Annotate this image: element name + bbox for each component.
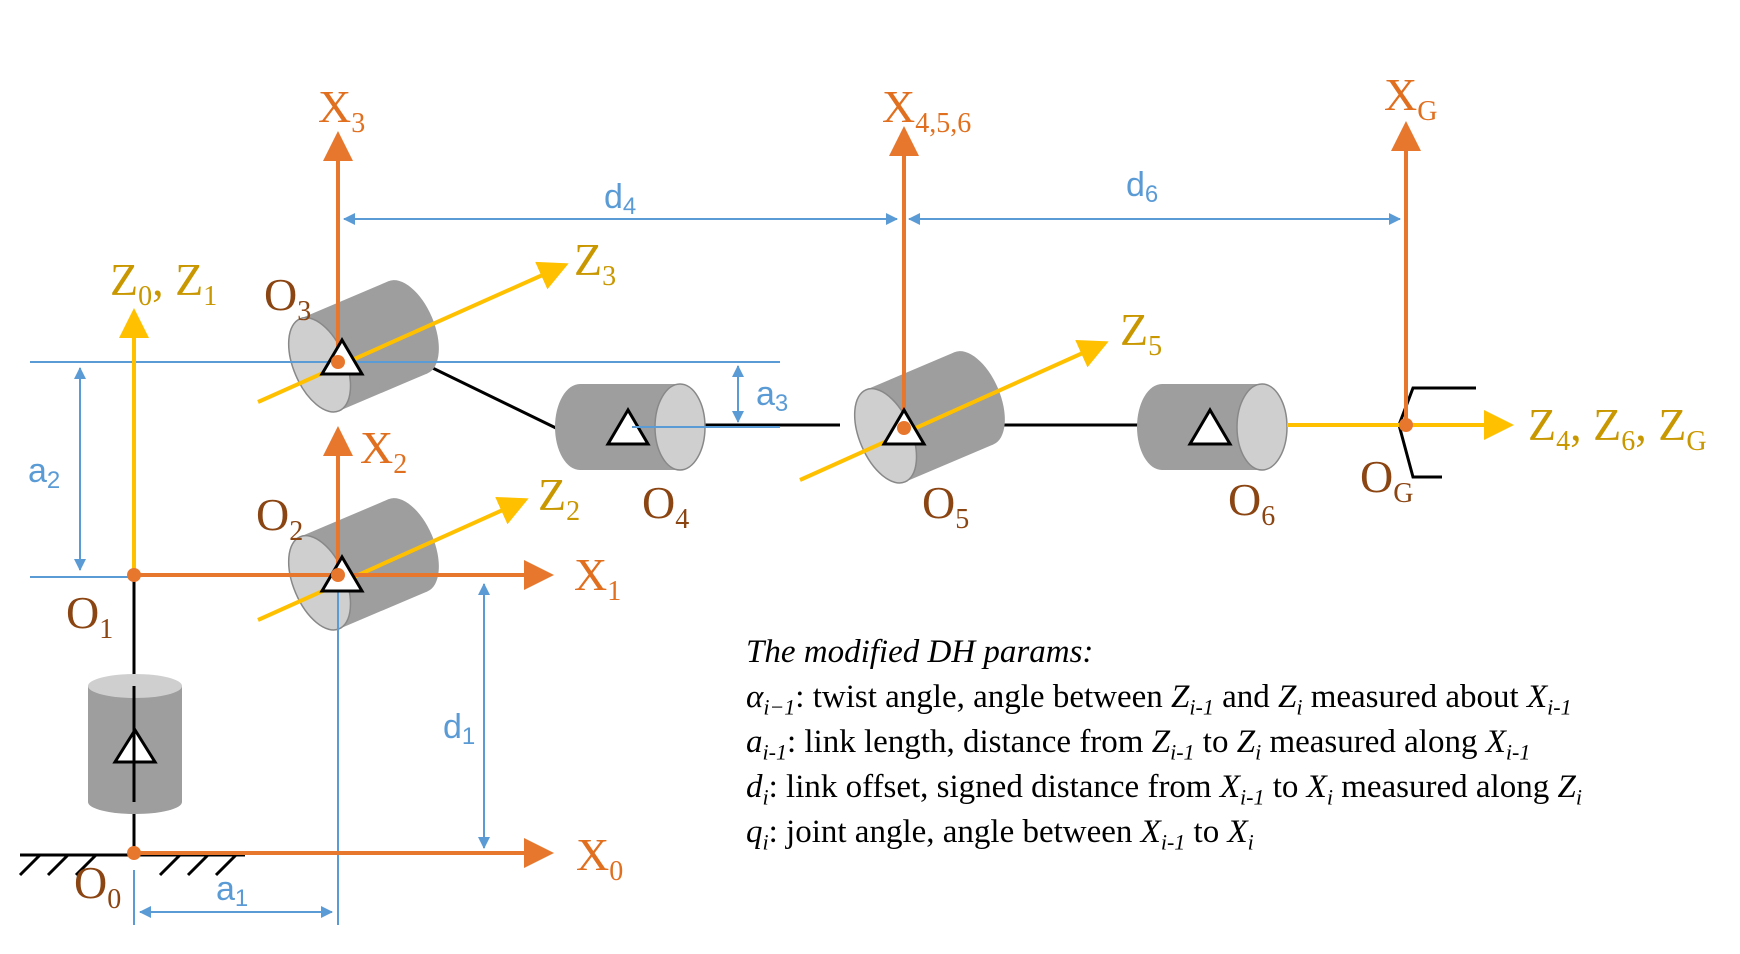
joint-6-cylinder [1137, 383, 1288, 471]
label-a2: a2 [28, 452, 60, 494]
label-o5: O5 [922, 477, 969, 535]
label-x2: X2 [360, 422, 407, 480]
legend-alpha: αi−1: twist angle, angle between Zi-1 an… [746, 679, 1572, 720]
label-x3: X3 [318, 81, 365, 139]
label-z2: Z2 [538, 469, 580, 527]
dh-params-legend: The modified DH params: αi−1: twist angl… [746, 630, 1726, 855]
label-o4: O4 [642, 477, 689, 535]
label-xg: XG [1384, 69, 1437, 127]
label-d6: d6 [1126, 166, 1158, 208]
label-o0: O0 [74, 857, 121, 915]
label-z5: Z5 [1120, 304, 1162, 362]
label-a3: a3 [756, 375, 788, 417]
label-z0-z1: Z0, Z1 [110, 254, 217, 312]
label-z4-z6-zg: Z4, Z6, ZG [1528, 399, 1707, 457]
z-axes [119, 261, 1514, 622]
label-z3: Z3 [574, 234, 616, 292]
label-o2: O2 [256, 489, 303, 547]
legend-title: The modified DH params: [746, 634, 1094, 670]
joint-5-cylinder [853, 351, 1005, 484]
label-o1: O1 [66, 587, 113, 645]
label-x1: X1 [574, 549, 621, 607]
legend-q: qi: joint angle, angle between Xi-1 to X… [746, 814, 1254, 855]
dimension-lines [30, 213, 1401, 925]
label-a1: a1 [216, 870, 248, 912]
joint-3-cylinder [287, 280, 439, 413]
label-x0: X0 [576, 829, 623, 887]
label-x456: X4,5,6 [882, 81, 971, 139]
legend-a: ai-1: link length, distance from Zi-1 to… [746, 724, 1531, 765]
label-o6: O6 [1228, 474, 1275, 532]
legend-d: di: link offset, signed distance from Xi… [746, 769, 1582, 810]
label-d1: d1 [443, 708, 475, 750]
label-o3: O3 [264, 269, 311, 327]
label-og: OG [1360, 451, 1413, 509]
label-d4: d4 [604, 178, 636, 220]
origin-dots [127, 355, 1413, 860]
joint-2-cylinder [287, 498, 439, 631]
